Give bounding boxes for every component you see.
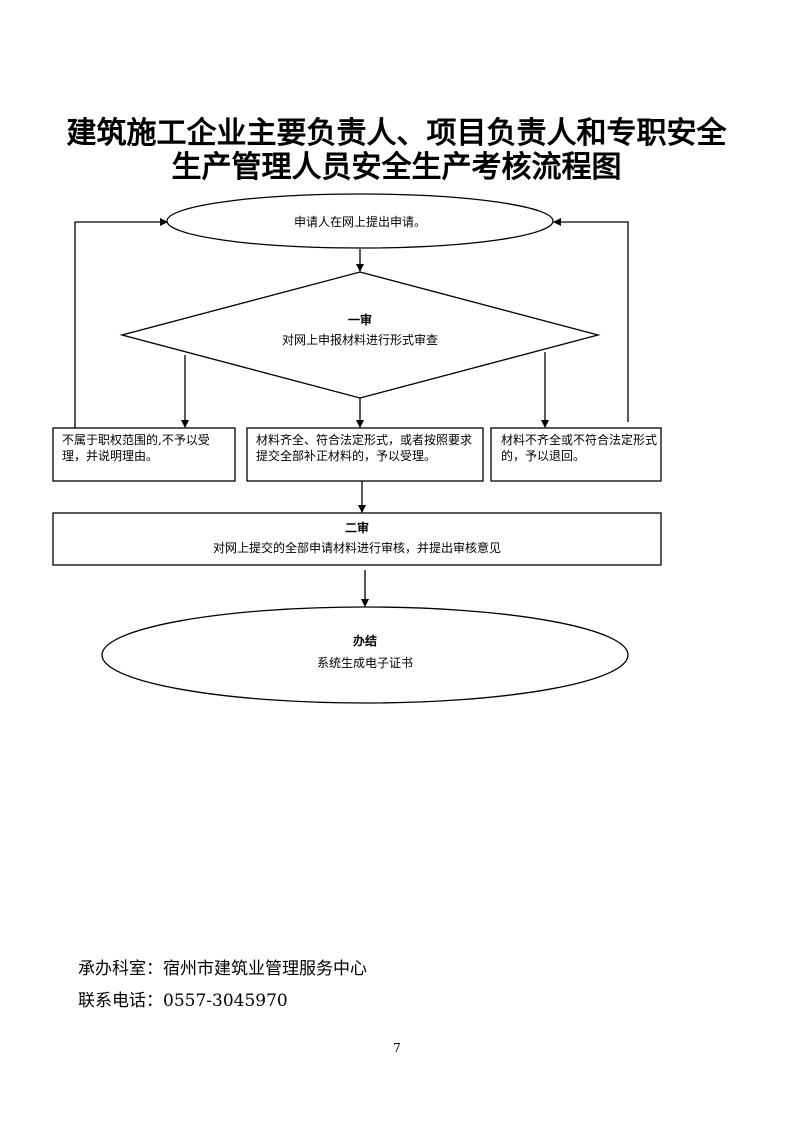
reject-text: 不属于职权范围的,不予以受理，并说明理由。	[62, 433, 210, 463]
review2-box	[52, 512, 662, 566]
footer-office: 承办科室：宿州市建筑业管理服务中心	[78, 959, 367, 979]
page-number: 7	[393, 1041, 401, 1055]
end-text: 系统生成电子证书	[316, 656, 413, 670]
review2-label: 二审	[344, 521, 369, 535]
reject-box	[52, 427, 236, 482]
accept-text: 材料齐全、符合法定形式，或者按照要求提交全部补正材料的，予以受理。	[256, 433, 473, 463]
review2-text: 对网上提交的全部申请材料进行审核，并提出审核意见	[212, 541, 501, 555]
end-ellipse	[101, 606, 629, 704]
loop-return-to-start	[553, 218, 629, 422]
return-text: 材料不齐全或不符合法定形式的，予以退回。	[501, 433, 658, 463]
start-text: 申请人在网上提出申请。	[293, 215, 426, 229]
review1-text: 对网上申报材料进行形式审查	[281, 333, 438, 347]
return-box	[490, 427, 662, 482]
loop-reject-to-start	[74, 218, 168, 428]
review1-label: 一审	[347, 313, 372, 327]
end-label: 办结	[352, 634, 377, 648]
title-line-1: 建筑施工企业主要负责人、项目负责人和专职安全	[66, 116, 727, 151]
title-line-2: 生产管理人员安全生产考核流程图	[171, 150, 622, 185]
footer-phone: 联系电话：0557-3045970	[78, 991, 288, 1011]
accept-box	[246, 427, 484, 482]
